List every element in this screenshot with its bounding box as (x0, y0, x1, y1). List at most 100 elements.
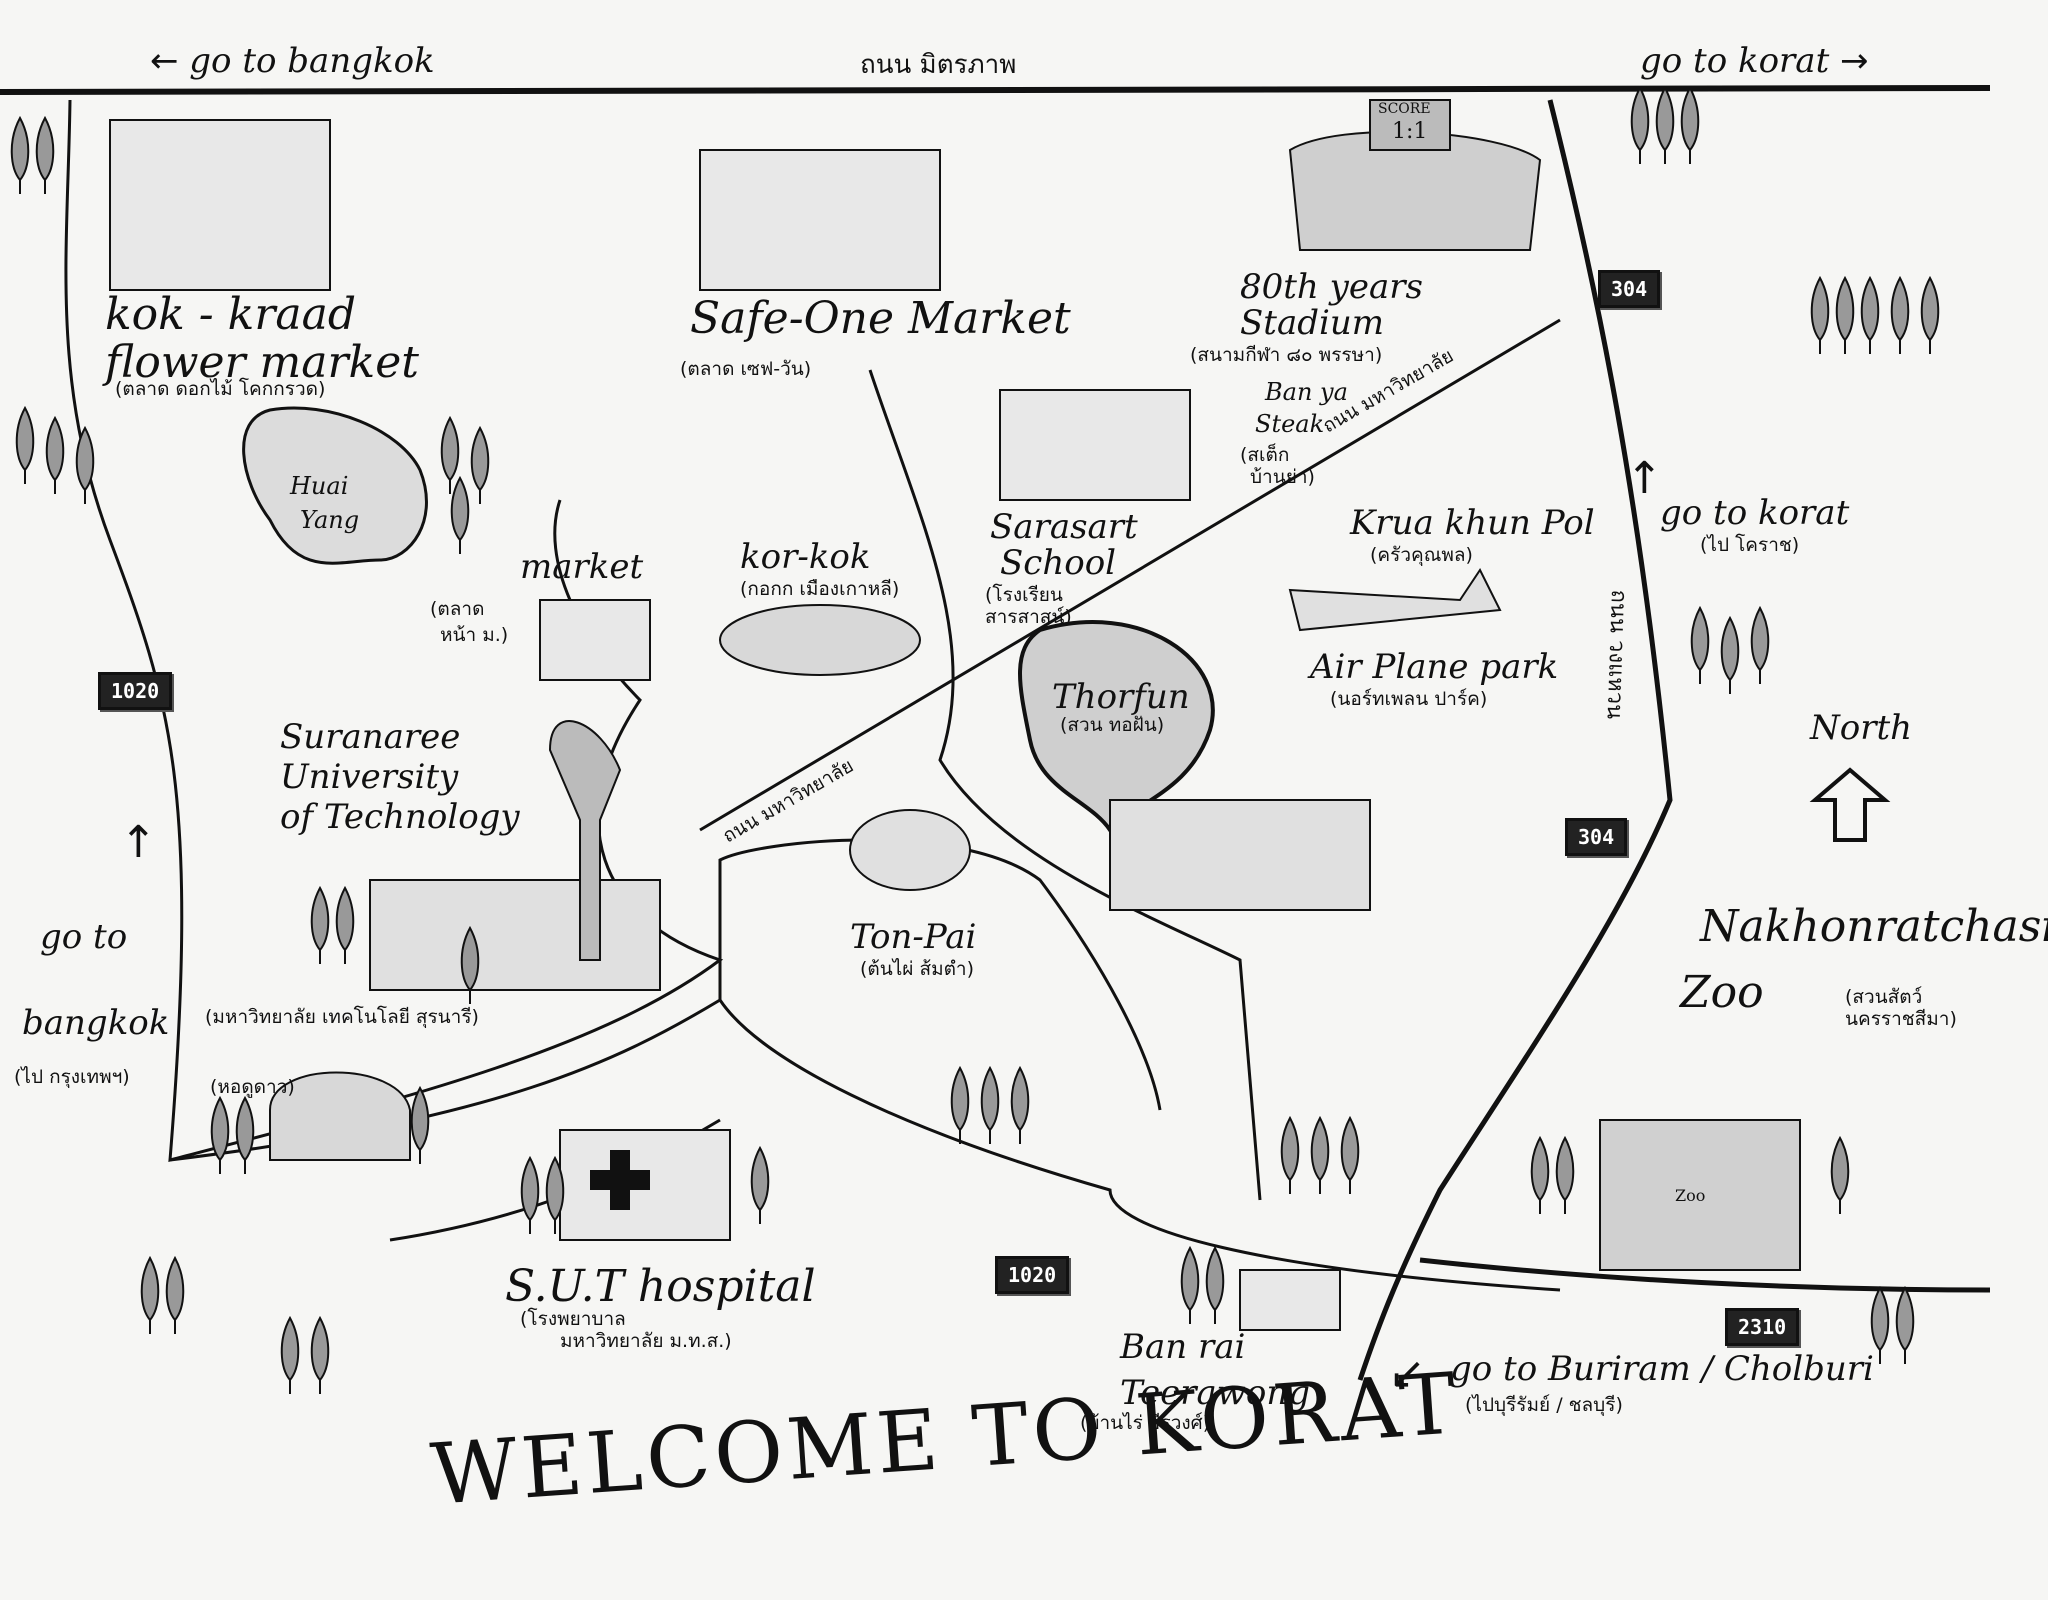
airplane-name: Air Plane park (1310, 647, 1559, 687)
krua-thai: (ครัวคุณพล) (1370, 544, 1473, 566)
hospital-cross (590, 1150, 650, 1210)
north-arrow-icon (1809, 767, 1891, 842)
market-name: market (520, 547, 644, 587)
route-304-shield-top: 304 (1598, 270, 1661, 308)
thorfun-park (1109, 799, 1371, 911)
ban-rai-name-2: Teerawong (1120, 1373, 1311, 1413)
stadium-score: 1:1 (1392, 119, 1428, 144)
steak-name: Ban ya (1265, 378, 1348, 406)
flower-market-name-2: flower market (105, 337, 419, 388)
safe-one-name: Safe-One Market (690, 293, 1071, 344)
lake-name-2: Yang (300, 506, 360, 534)
zoo-thai: (สวนสัตว์ (1845, 986, 1923, 1008)
market-thai-2: หน้า ม.) (440, 624, 509, 646)
sut-tower (548, 720, 622, 961)
market-thai: (ตลาด (430, 598, 485, 620)
zoo-thai-2: นครราชสีมา) (1845, 1008, 1957, 1030)
school-thai-2: สารสาสน์) (985, 606, 1072, 628)
tree-cluster-topleft (10, 117, 55, 195)
korkok-thai: (กอกก เมืองเกาหลี) (740, 578, 900, 600)
tree-cluster-lake (440, 417, 490, 555)
lake-name: Huai (290, 472, 349, 500)
tree-cluster-left (15, 407, 95, 505)
ban-rai-thai: (บ้านไร่ ธีรวงศ์) (1080, 1412, 1211, 1434)
university-road-line (699, 318, 1561, 832)
go-to-korat-right: go to korat (1660, 493, 1850, 533)
route-1020-shield-left: 1020 (98, 672, 173, 710)
tree-cluster-korat (1690, 607, 1770, 695)
sut-thai: (มหาวิทยาลัย เทคโนโลยี สุรนารี) (205, 1006, 479, 1028)
zoo-enclosure (1599, 1119, 1801, 1271)
stadium-score-board (1369, 99, 1451, 151)
korkok-dish (719, 604, 921, 676)
flower-market-name: kok - kraad (105, 289, 356, 340)
north-label: North (1810, 708, 1913, 748)
tree-cluster-bottomleft (140, 1257, 330, 1395)
hospital-name: S.U.T hospital (505, 1261, 816, 1312)
tree-cluster-banrai (1180, 1247, 1225, 1325)
school-name: Sarasart (990, 507, 1138, 547)
go-to-korat-right-arrow-icon: ↑ (1626, 453, 1663, 504)
steak-thai-2: บ้านย่า) (1250, 466, 1315, 488)
go-to-buriram: go to Buriram / Cholburi (1450, 1349, 1874, 1389)
airplane-sketch (1288, 568, 1502, 632)
go-to-korat-top: go to korat → (1640, 41, 1869, 81)
route-1020-shield-bottom: 1020 (995, 1256, 1070, 1294)
lake-outline (242, 406, 428, 565)
ban-rai-name: Ban rai (1120, 1327, 1246, 1367)
sut-building (369, 879, 661, 991)
go-to-buriram-thai: (ไปบุรีรัมย์ / ชลบุรี) (1465, 1394, 1623, 1416)
observatory-dome (269, 1071, 411, 1161)
sut-name: Suranaree (280, 717, 461, 757)
hospital-thai: (โรงพยาบาล (520, 1308, 626, 1330)
thorfun-thai: (สวน ทอฝัน) (1060, 714, 1165, 736)
route-304-shield-mid: 304 (1565, 818, 1628, 856)
go-to-bangkok-left: go to (40, 917, 128, 957)
tree-cluster-right (1810, 277, 1940, 355)
inner-road (868, 369, 1262, 1201)
observatory-thai: (หอดูดาว) (210, 1076, 295, 1098)
route-2310-shield: 2310 (1725, 1308, 1800, 1346)
ban-rai-house (1239, 1269, 1341, 1331)
stadium-name: 80th years (1240, 267, 1423, 307)
sut-name-2: University (280, 757, 459, 797)
go-to-bangkok-left-arrow-icon: ↑ (120, 817, 157, 868)
airplane-thai: (นอร์ทเพลน ปาร์ค) (1330, 688, 1488, 710)
zoo-name: Nakhonratchasima (1700, 901, 2048, 952)
school-thai: (โรงเรียน (985, 584, 1063, 606)
safe-one-thai: (ตลาด เซฟ-วัน) (680, 358, 812, 380)
go-to-korat-right-thai: (ไป โคราช) (1700, 534, 1800, 556)
zoo-name-2: Zoo (1680, 967, 1764, 1018)
stadium-name-2: Stadium (1240, 303, 1385, 343)
top-road (0, 85, 1991, 95)
tonpai-thai: (ต้นไผ่ ส้มตำ) (860, 958, 975, 980)
steak-name-2: Steak (1255, 410, 1325, 438)
go-to-bangkok-left-2: bangkok (22, 1003, 170, 1043)
krua-name: Krua khun Pol (1350, 503, 1595, 543)
bottom-road-1020 (169, 997, 1561, 1292)
tonpai-name: Ton-Pai (850, 917, 977, 957)
flower-market-thai: (ตลาด ดอกไม้ โคกกรวด) (115, 378, 326, 400)
school-building (999, 389, 1191, 501)
thorfun-name: Thorfun (1052, 677, 1190, 717)
stadium-thai: (สนามกีฬา ๘๐ พรรษา) (1190, 344, 1383, 366)
mittraphap-road-label: ถนน มิตรภาพ (860, 50, 1017, 80)
go-to-bangkok-top: ← go to bangkok (150, 41, 435, 81)
inner-road-2 (718, 838, 1162, 1111)
tonpai-bowl (849, 809, 971, 891)
ring-road-label: ถนน วงแหวน (1601, 589, 1631, 720)
road-2310 (1419, 1257, 1991, 1293)
zoo-sign: Zoo (1675, 1186, 1706, 1205)
tree-cluster-topright (1630, 87, 1700, 165)
safe-one-stall (699, 149, 941, 291)
sut-name-3: of Technology (280, 797, 520, 837)
flower-market-stall (109, 119, 331, 291)
steak-thai: (สเต็ก (1240, 444, 1290, 466)
go-to-bangkok-left-thai: (ไป กรุงเทพฯ) (14, 1066, 130, 1088)
road-304 (1357, 99, 1673, 1381)
market-cart (539, 599, 651, 681)
korkok-name: kor-kok (740, 537, 871, 577)
stadium-score-sign: SCORE (1378, 101, 1431, 117)
